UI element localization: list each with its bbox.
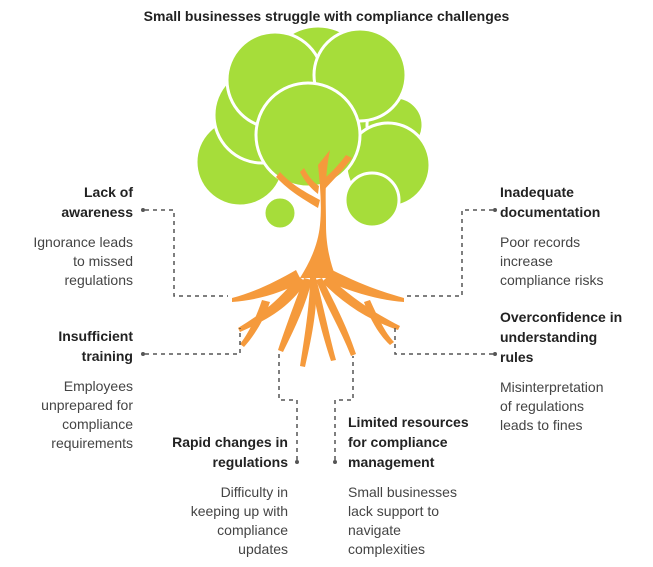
- item-description: Small businesses lack support to navigat…: [348, 484, 457, 557]
- item-overconfidence: Overconfidence in understanding rules Mi…: [500, 307, 622, 435]
- item-heading: Overconfidence in understanding rules: [500, 309, 623, 365]
- item-description: Employees unprepared for compliance requ…: [41, 378, 133, 451]
- item-heading: Lack of awareness: [61, 184, 133, 220]
- item-description: Difficulty in keeping up with compliance…: [190, 484, 288, 557]
- item-heading: Limited resources for compliance managem…: [348, 414, 469, 470]
- item-inadequate-documentation: Inadequate documentation Poor records in…: [500, 182, 603, 290]
- item-heading: Insufficient training: [58, 328, 133, 364]
- item-limited-resources: Limited resources for compliance managem…: [348, 412, 469, 559]
- connector-lines: [145, 209, 493, 460]
- tree-foliage: [194, 24, 432, 231]
- item-heading: Inadequate documentation: [500, 184, 601, 220]
- item-lack-of-awareness: Lack of awareness Ignorance leads to mis…: [33, 182, 133, 290]
- item-heading: Rapid changes in regulations: [172, 434, 288, 470]
- item-description: Ignorance leads to missed regulations: [33, 234, 133, 288]
- item-rapid-changes: Rapid changes in regulations Difficulty …: [172, 432, 288, 559]
- connector-endpoints: [141, 208, 497, 464]
- item-description: Poor records increase compliance risks: [500, 234, 604, 288]
- tree-trunk: [232, 150, 404, 367]
- item-description: Misinterpretation of regulations leads t…: [500, 379, 604, 433]
- item-insufficient-training: Insufficient training Employees unprepar…: [41, 326, 133, 453]
- page-title: Small businesses struggle with complianc…: [143, 8, 510, 24]
